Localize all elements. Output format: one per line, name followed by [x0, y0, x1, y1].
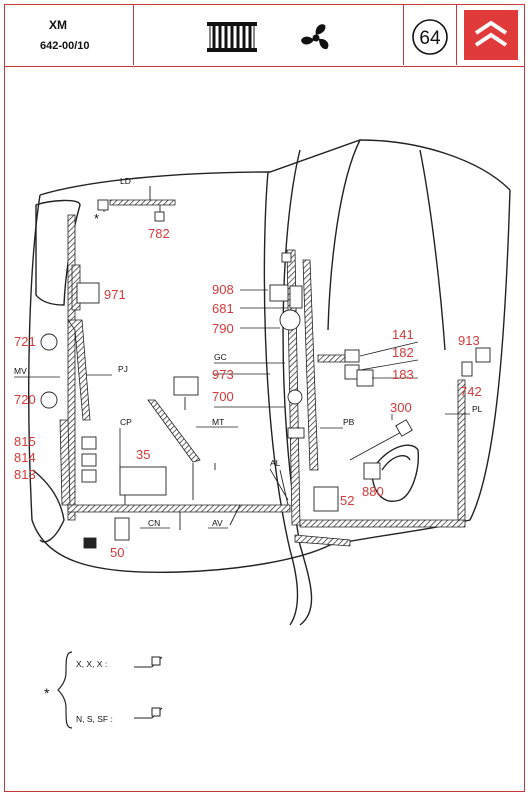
component-numbers: 782 971 908 681 790 721 720 973 700 141 … [14, 226, 482, 560]
function-icons-cell [134, 4, 404, 65]
num-782: 782 [148, 226, 170, 241]
label-pj: PJ [118, 364, 128, 374]
num-908: 908 [212, 282, 234, 297]
num-681: 681 [212, 301, 234, 316]
horn-721 [40, 333, 58, 351]
num-721: 721 [14, 334, 36, 349]
model-name: XM [49, 18, 67, 32]
citroen-logo [464, 10, 518, 60]
num-814: 814 [14, 450, 36, 465]
sensor-700 [287, 389, 303, 405]
fan-183 [356, 369, 374, 387]
fuse-815 [81, 436, 97, 450]
label-mt: MT [212, 417, 224, 427]
num-971: 971 [104, 287, 126, 302]
legend: * X, X, X : N, S, SF : [44, 651, 163, 729]
label-gc: GC [214, 352, 227, 362]
fan-icon [301, 24, 329, 50]
car-body-outline [28, 139, 511, 626]
brand-cell [457, 4, 525, 65]
num-815: 815 [14, 434, 36, 449]
page-number-circle [412, 19, 448, 55]
label-av: AV [212, 518, 223, 528]
page-number: 64 [419, 28, 441, 49]
document-code: 642-00/10 [40, 40, 90, 52]
fan-141 [344, 349, 360, 363]
unit-52 [313, 486, 339, 512]
label-mv: MV [14, 366, 27, 376]
num-790: 790 [212, 321, 234, 336]
label-ld: LD [120, 176, 131, 186]
wiring-harness [59, 199, 466, 547]
legend-row-1: X, X, X : [76, 659, 107, 669]
page-number-cell: 64 [404, 4, 457, 65]
num-141: 141 [392, 327, 414, 342]
harness-labels: LD PJ MV GC MT CP CN AV AL PB PL * [14, 176, 483, 528]
switch-973 [173, 376, 199, 396]
relay-box-ld [97, 199, 109, 211]
model-cell: XM 642-00/10 [4, 4, 134, 65]
num-182: 182 [392, 345, 414, 360]
title-block: XM 642-00/10 [4, 4, 525, 67]
label-pb: PB [343, 417, 355, 427]
num-742: 742 [460, 384, 482, 399]
legend-row-2: N, S, SF : [76, 714, 113, 724]
num-973: 973 [212, 367, 234, 382]
battery-35 [119, 466, 167, 496]
ground-50 [114, 517, 130, 541]
num-50: 50 [110, 545, 124, 560]
num-183: 183 [392, 367, 414, 382]
wires [103, 186, 406, 530]
fan-913 [475, 347, 491, 363]
component-symbols [40, 199, 491, 549]
num-35: 35 [136, 447, 150, 462]
fan-790 [279, 309, 301, 331]
component-742 [461, 361, 473, 377]
fan-880 [363, 462, 381, 480]
num-880: 880 [362, 484, 384, 499]
label-pl: PL [472, 404, 483, 414]
num-813: 813 [14, 467, 36, 482]
connector-782 [154, 211, 165, 222]
label-cn: CN [148, 518, 160, 528]
horn-720 [40, 391, 58, 409]
function-icons [207, 22, 329, 52]
leader-lines [14, 289, 470, 529]
num-300: 300 [390, 400, 412, 415]
num-720: 720 [14, 392, 36, 407]
label-cp: CP [120, 417, 132, 427]
star-marker: * [94, 211, 99, 226]
radiator-icon [207, 22, 257, 52]
component-971 [76, 282, 100, 304]
fuse-813 [81, 469, 97, 483]
label-al: AL [270, 458, 281, 468]
num-700: 700 [212, 389, 234, 404]
switch-300 [395, 419, 413, 437]
relay-681 [289, 285, 303, 309]
num-913: 913 [458, 333, 480, 348]
fuse-814 [81, 453, 97, 467]
legend-star: * [44, 685, 50, 701]
num-52: 52 [340, 493, 354, 508]
page-frame [4, 4, 525, 792]
fan-908 [269, 284, 289, 302]
